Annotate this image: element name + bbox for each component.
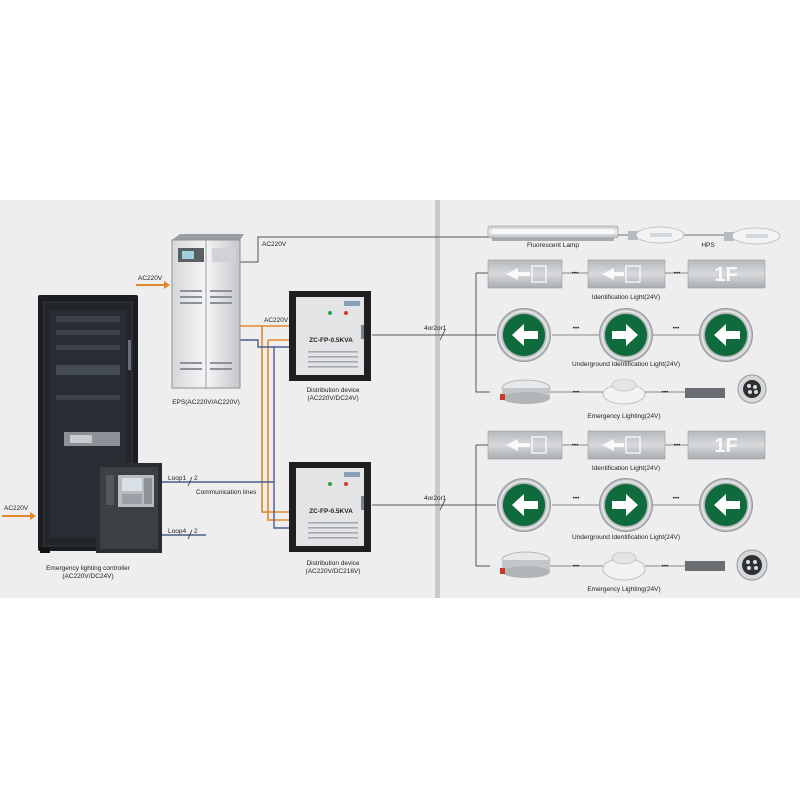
ac-input-arrowhead-left — [30, 512, 36, 520]
underground-round-sign-g2-3 — [699, 478, 753, 532]
loop1-slash — [187, 476, 193, 487]
communication-lines-label: Communication lines — [196, 489, 257, 496]
controller-label-line2: (AC220V/DC24V) — [62, 573, 113, 580]
underground-round-sign-g2-1 — [497, 478, 551, 532]
emergency-driver-and-downlight-g2-3 — [685, 549, 768, 581]
ellipsis-g2-id-2: ••• — [674, 442, 682, 449]
distribution-1-label-line1: Distribution device — [306, 387, 359, 394]
ellipsis-g2-ug-1: ••• — [573, 495, 581, 502]
loop4-count: 2 — [194, 528, 198, 535]
emergency-ceiling-light-g1-2 — [602, 378, 646, 405]
ellipsis-g1-ug-2: ••• — [673, 325, 681, 332]
ellipsis-g2-em-1: ••• — [573, 563, 581, 570]
hps-bulb-image-1 — [628, 226, 685, 244]
ac-input-arrowhead-eps — [164, 281, 170, 289]
ellipsis-g2-em-2: ••• — [662, 563, 670, 570]
floor-sign-panel-g1 — [687, 259, 766, 289]
ellipsis-g1-id-1: ••• — [572, 270, 580, 277]
identification-light-label-g1: Identification Light(24V) — [592, 294, 660, 301]
distribution-2-model: ZC-FP-0.5KVA — [309, 508, 353, 515]
branch-slash-2 — [439, 499, 446, 511]
fluorescent-lamp-label: Fluorescent Lamp — [527, 242, 579, 249]
underground-round-sign-g1-1 — [497, 308, 551, 362]
wire-comm-vertical — [273, 347, 289, 529]
ac220v-eps-out-label: AC220V — [264, 317, 289, 324]
underground-round-sign-g1-3 — [699, 308, 753, 362]
exit-sign-panel-g1-2 — [587, 259, 666, 289]
loop1-count: 2 — [194, 475, 198, 482]
loop4-slash — [187, 529, 193, 540]
branch-label-1: 4or2or1 — [424, 325, 447, 332]
distribution-device-2-box — [289, 462, 371, 552]
ellipsis-g1-em-1: ••• — [573, 389, 581, 396]
underground-light-label-g1: Underground Identification Light(24V) — [572, 361, 680, 368]
ellipsis-g2-ug-2: ••• — [673, 495, 681, 502]
distribution-1-model: ZC-FP-0.5KVA — [309, 337, 353, 344]
hps-bulb-image-2 — [724, 227, 781, 245]
emergency-ceiling-light-g2-2 — [602, 551, 646, 581]
distribution-2-label-line2: (AC220V/DC216V) — [306, 568, 361, 575]
exit-sign-panel-g1-1 — [487, 259, 563, 289]
emergency-driver-and-downlight-g1-3 — [685, 374, 767, 404]
floor-sign-text-g2: 1F — [714, 435, 737, 457]
exit-sign-panel-g2-1 — [487, 430, 563, 460]
distribution-device-1-box — [289, 291, 371, 381]
panel-divider — [435, 200, 440, 598]
floor-sign-panel-g2 — [687, 430, 766, 460]
underground-round-sign-g1-2 — [599, 308, 653, 362]
hps-label: HPS — [701, 242, 715, 249]
floor-sign-text-g1: 1F — [714, 264, 737, 286]
emergency-lighting-label-g2: Emergency Lighting(24V) — [587, 586, 660, 593]
ac220v-eps-top-label: AC220V — [262, 241, 287, 248]
identification-light-label-g2: Identification Light(24V) — [592, 465, 660, 472]
bus-group1 — [475, 273, 490, 393]
loop1-label: Loop1 — [168, 475, 186, 482]
ac220v-eps-input-label: AC220V — [138, 275, 163, 282]
emergency-lighting-controller-unit — [96, 463, 162, 553]
branch-slash-1 — [439, 329, 446, 341]
bus-group2 — [475, 445, 490, 567]
underground-light-label-g2: Underground Identification Light(24V) — [572, 534, 680, 541]
branch-label-2: 4or2or1 — [424, 495, 447, 502]
emergency-downlight-g1-1 — [500, 379, 551, 404]
underground-round-sign-g2-2 — [599, 478, 653, 532]
ellipsis-g1-em-2: ••• — [662, 389, 670, 396]
eps-cabinet — [171, 234, 244, 389]
controller-label-line1: Emergency lighting controller — [46, 565, 131, 572]
distribution-1-label-line2: (AC220V/DC24V) — [307, 395, 358, 402]
ellipsis-g1-ug-1: ••• — [573, 325, 581, 332]
fluorescent-lamp-image — [487, 225, 619, 241]
wire-eps-to-lamps — [240, 236, 492, 263]
wire-eps-to-dist-orange-1 — [240, 325, 289, 513]
exit-sign-panel-g2-2 — [587, 430, 666, 460]
ellipsis-g2-id-1: ••• — [572, 442, 580, 449]
eps-label: EPS(AC220V/AC220V) — [172, 399, 240, 406]
wire-eps-to-dist-orange-3 — [267, 340, 289, 521]
ellipsis-g1-id-2: ••• — [674, 270, 682, 277]
distribution-2-label-line1: Distribution device — [306, 560, 359, 567]
ac220v-left-label: AC220V — [4, 505, 29, 512]
emergency-lighting-label-g1: Emergency Lighting(24V) — [587, 413, 660, 420]
loop4-label: Loop4 — [168, 528, 186, 535]
emergency-downlight-g2-1 — [500, 551, 551, 578]
